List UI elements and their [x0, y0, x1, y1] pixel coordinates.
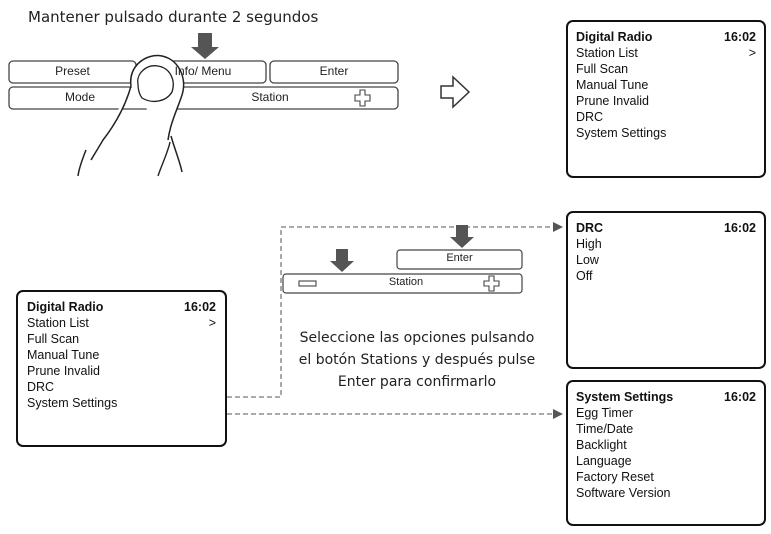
instruction-line-2: el botón Stations y después pulse [298, 352, 536, 368]
menu-item-system-settings[interactable]: System Settings [576, 126, 667, 140]
enter-button-outline [269, 60, 399, 84]
enter-button-bottom[interactable]: Enter [446, 252, 473, 264]
menu-item-software-version[interactable]: Software Version [576, 486, 671, 500]
clock-display: 16:02 [184, 300, 216, 314]
menu-item-time-date[interactable]: Time/Date [576, 422, 634, 436]
menu-item-prune-invalid[interactable]: Prune Invalid [27, 364, 100, 378]
instructions-text: Seleccione las opciones pulsando el botó… [276, 327, 558, 393]
drc-connector-arrowhead [553, 222, 563, 232]
station-button-bottom[interactable]: Station [388, 276, 424, 288]
minus-icon [298, 280, 317, 287]
instruction-line-3: Enter para confirmarlo [337, 374, 497, 390]
top-caption: Mantener pulsado durante 2 segundos [28, 8, 319, 26]
selection-arrow: > [748, 46, 756, 60]
screen-title: Digital Radio [27, 300, 104, 314]
menu-item-off[interactable]: Off [576, 269, 593, 283]
mode-station-bar-outline [8, 86, 399, 110]
station-button[interactable]: Station [251, 90, 289, 104]
menu-item-egg-timer[interactable]: Egg Timer [576, 406, 633, 420]
clock-display: 16:02 [724, 221, 756, 235]
menu-item-prune-invalid[interactable]: Prune Invalid [576, 94, 649, 108]
menu-item-manual-tune[interactable]: Manual Tune [576, 78, 649, 92]
press-down-arrow-icon [191, 33, 219, 59]
menu-item-language[interactable]: Language [576, 454, 632, 468]
drc-connector-line [219, 226, 553, 398]
screen-title: System Settings [576, 390, 674, 404]
menu-item-manual-tune[interactable]: Manual Tune [27, 348, 100, 362]
menu-item-drc[interactable]: DRC [27, 380, 55, 394]
enter-button-outline-bottom [396, 249, 523, 270]
screen-header: System Settings 16:02 [576, 389, 756, 405]
screen-header: Digital Radio 16:02 [576, 29, 756, 45]
digital-radio-menu-screen-bottom: Digital Radio 16:02 Station List > Full … [16, 290, 227, 447]
screen-title: Digital Radio [576, 30, 653, 44]
clock-display: 16:02 [724, 390, 756, 404]
top-button-panel [8, 60, 399, 110]
instruction-line-1: Seleccione las opciones pulsando [299, 330, 535, 346]
system-settings-menu-screen: System Settings 16:02 Egg Timer Time/Dat… [566, 380, 766, 526]
menu-item-label: Station List [576, 46, 638, 60]
menu-item-drc[interactable]: DRC [576, 110, 604, 124]
plus-icon-bottom [483, 275, 500, 292]
menu-item-backlight[interactable]: Backlight [576, 438, 627, 452]
drc-menu-screen: DRC 16:02 High Low Off [566, 211, 766, 369]
digital-radio-menu-screen: Digital Radio 16:02 Station List > Full … [566, 20, 766, 178]
menu-item-low[interactable]: Low [576, 253, 599, 267]
menu-item-system-settings[interactable]: System Settings [27, 396, 118, 410]
screen-title: DRC [576, 221, 604, 235]
bottom-button-panel [282, 249, 523, 294]
menu-item-station-list[interactable]: Station List > [576, 45, 756, 61]
finger-icon [77, 54, 185, 177]
system-connector-arrowhead [553, 409, 563, 419]
screen-header: DRC 16:02 [576, 220, 756, 236]
right-arrow-icon [440, 75, 471, 109]
station-down-arrow-icon [330, 249, 354, 272]
menu-item-full-scan[interactable]: Full Scan [576, 62, 629, 76]
enter-down-arrow-icon [450, 225, 474, 248]
menu-item-full-scan[interactable]: Full Scan [27, 332, 80, 346]
mode-button[interactable]: Mode [64, 90, 96, 104]
screen-header: Digital Radio 16:02 [27, 299, 216, 315]
preset-button[interactable]: Preset [55, 64, 90, 78]
enter-button[interactable]: Enter [319, 64, 349, 78]
menu-item-high[interactable]: High [576, 237, 602, 251]
menu-item-station-list[interactable]: Station List > [27, 315, 216, 331]
selection-arrow: > [208, 316, 216, 330]
plus-icon [354, 89, 371, 107]
clock-display: 16:02 [724, 30, 756, 44]
info-menu-button[interactable]: Info/ Menu [174, 64, 232, 78]
station-bar-outline [282, 273, 523, 294]
menu-item-factory-reset[interactable]: Factory Reset [576, 470, 654, 484]
menu-item-label: Station List [27, 316, 89, 330]
